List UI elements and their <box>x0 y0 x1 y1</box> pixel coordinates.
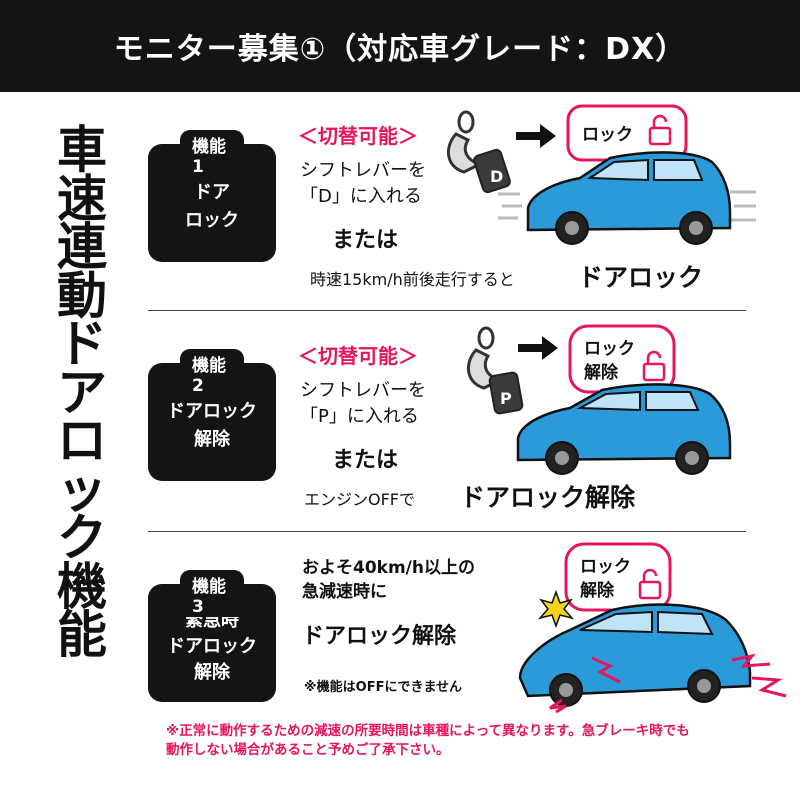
side-title-char: ド <box>57 315 107 373</box>
padlock-icon <box>642 350 666 382</box>
key-fob-letter: D <box>490 167 503 186</box>
bubble-text: 解除 <box>580 580 615 601</box>
car-icon <box>498 151 756 245</box>
feature-1-label: ドア ロック <box>185 179 239 235</box>
car-icon <box>516 383 732 475</box>
side-title-char: 連 <box>57 218 107 276</box>
padlock-icon <box>638 568 662 600</box>
key-fob-letter: P <box>500 389 512 408</box>
arrow-right-icon <box>518 336 558 360</box>
feature-1-result: ドアロック <box>578 263 704 292</box>
bubble-text: ロック <box>582 125 633 145</box>
key-fob-icon: D <box>447 110 511 194</box>
condition-line: シフトレバーを <box>300 160 426 181</box>
notice-line: ※正常に動作するための減速の所要時間は車種によって異なります。急ブレーキ時でも <box>166 723 690 739</box>
feature-1-tab: 機能1 <box>180 130 244 177</box>
side-title-char: ロ <box>57 412 107 470</box>
feature-2-condition: シフトレバーを 「P」に入れる <box>300 378 426 430</box>
feature-label-line: 解除 <box>194 662 230 683</box>
side-title-char: 機 <box>57 557 107 616</box>
feature-2-switchable: ＜切替可能＞ <box>298 344 418 368</box>
condition-line: 「D」に入れる <box>300 186 422 207</box>
feature-label-line: 解除 <box>194 429 230 450</box>
feature-3-note: ※機能はOFFにできません <box>304 680 463 695</box>
section-divider <box>148 531 746 532</box>
feature-2-label: ドアロック 解除 <box>167 398 257 454</box>
section-divider <box>148 310 746 311</box>
side-title-char: ッ <box>57 460 107 519</box>
feature-3-result: ドアロック解除 <box>302 624 457 649</box>
feature-label-line: ドアロック <box>167 636 257 657</box>
feature-1-badge: 機能1 ドア ロック <box>148 130 276 262</box>
feature-2-or: または <box>332 448 399 473</box>
padlock-icon <box>648 114 672 146</box>
feature-1-switchable: ＜切替可能＞ <box>298 124 418 148</box>
key-fob-icon: P <box>467 326 524 415</box>
feature-1-trigger: 時速15km/h前後走行すると <box>310 270 515 289</box>
feature-3-condition: およそ40km/h以上の 急減速時に <box>302 556 475 604</box>
feature-label-line: ドア <box>194 182 230 203</box>
lock-bubble-icon: ロック 解除 <box>568 324 676 421</box>
side-title-char: 車 <box>57 121 107 179</box>
feature-3-tab: 機能3 <box>180 570 244 617</box>
condition-line: 「P」に入れる <box>300 406 419 427</box>
side-title: 車 速 連 動 ド ア ロ ッ ク 機 能 <box>52 121 112 664</box>
side-title-char: 能 <box>57 606 107 664</box>
feature-label-line: ロック <box>185 210 239 231</box>
impact-star-icon <box>537 589 575 629</box>
side-title-char: ク <box>57 509 107 567</box>
side-title-char: 速 <box>57 169 107 228</box>
feature-2-trigger: エンジンOFFで <box>304 490 416 509</box>
side-title-char: 動 <box>57 266 107 325</box>
feature-3-label: 緊急時 ドアロック 解除 <box>167 608 257 686</box>
disclaimer-notice: ※正常に動作するための減速の所要時間は車種によって異なります。急ブレーキ時でも … <box>166 722 766 760</box>
side-title-char: ア <box>57 363 107 422</box>
feature-2-result: ドアロック解除 <box>460 483 636 512</box>
page-header: モニター募集①（対応車グレード：DX） <box>0 0 800 92</box>
page-title: モニター募集①（対応車グレード：DX） <box>113 32 687 67</box>
feature-1-condition: シフトレバーを 「D」に入れる <box>300 158 426 210</box>
feature-2-tab: 機能2 <box>180 349 244 396</box>
bubble-text: ロック <box>584 339 635 359</box>
car-icon <box>518 603 787 714</box>
notice-line: 動作しない場合があること予めご了承下さい。 <box>166 742 450 758</box>
bubble-text: 解除 <box>584 362 619 383</box>
feature-3-badge: 機能3 緊急時 ドアロック 解除 <box>148 570 276 702</box>
bubble-text: ロック <box>580 557 631 577</box>
feature-2-badge: 機能2 ドアロック 解除 <box>148 349 276 481</box>
condition-line: およそ40km/h以上の <box>302 558 475 578</box>
condition-line: シフトレバーを <box>300 380 426 401</box>
feature-label-line: ドアロック <box>167 401 257 422</box>
arrow-right-icon <box>516 124 556 148</box>
lock-bubble-icon: ロック 解除 <box>564 542 672 639</box>
condition-line: 急減速時に <box>302 582 387 602</box>
feature-1-or: または <box>332 228 399 253</box>
